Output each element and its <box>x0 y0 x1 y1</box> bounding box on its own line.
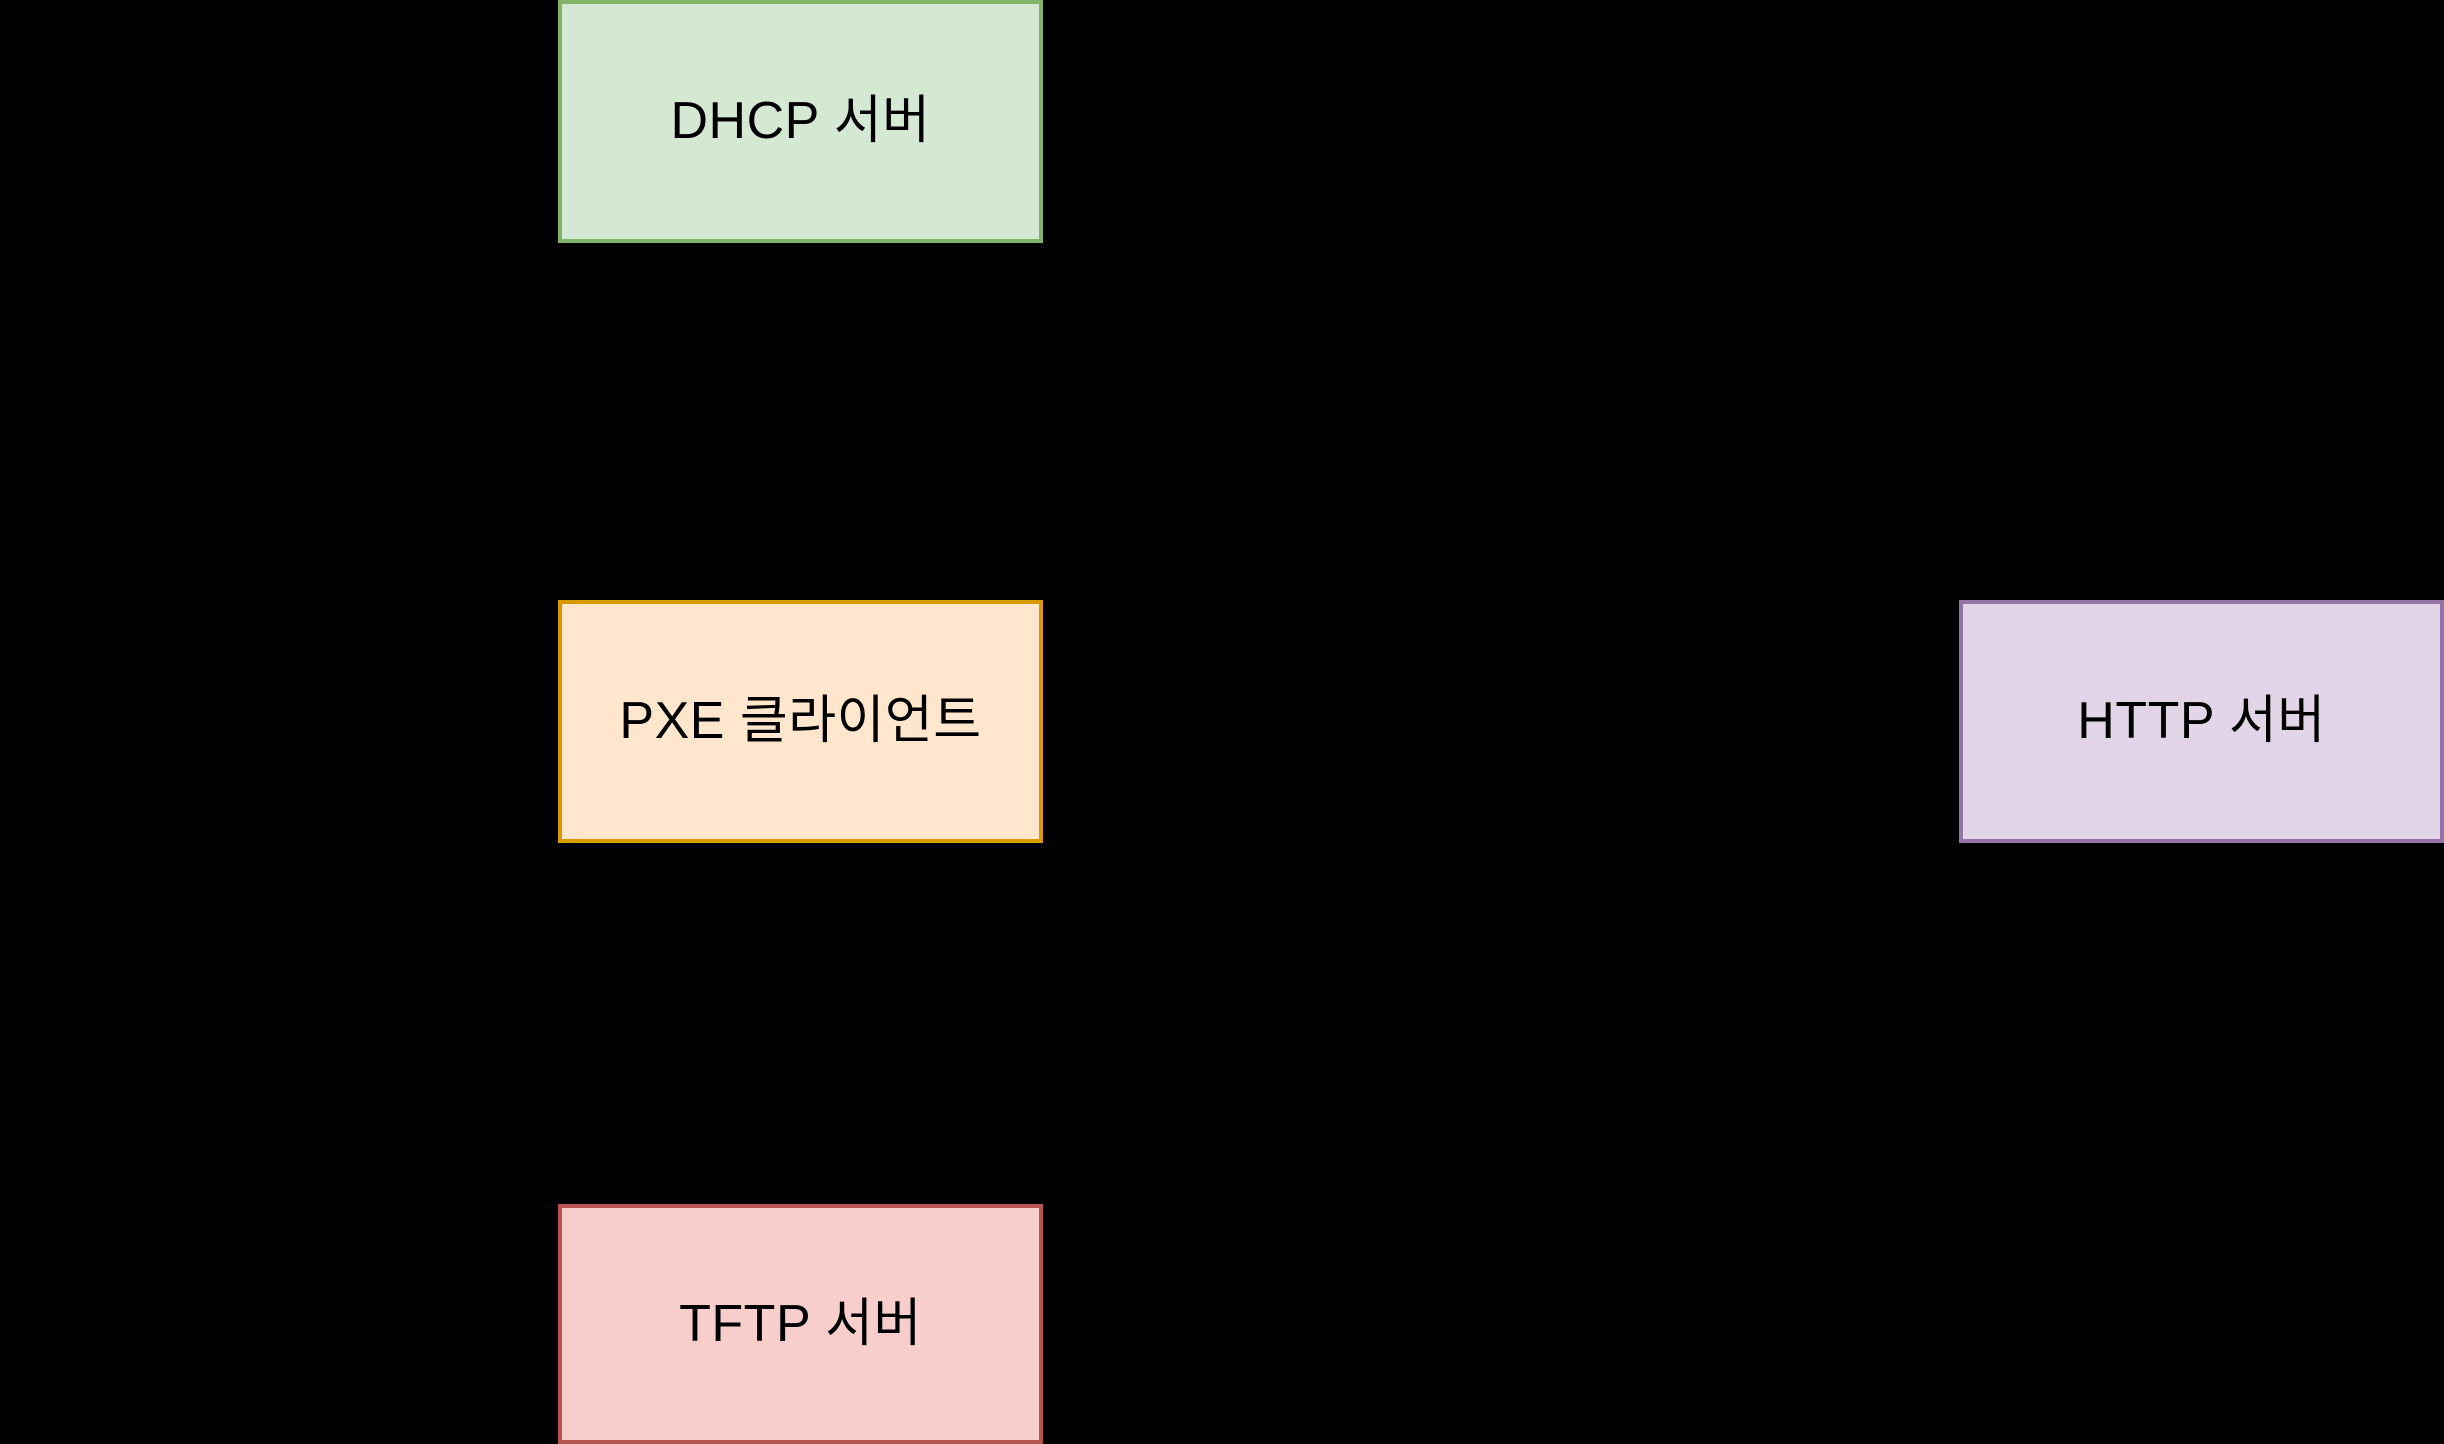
node-tftp-server-label: TFTP 서버 <box>679 1294 922 1353</box>
node-http-server: HTTP 서버 <box>1959 600 2444 843</box>
node-dhcp-server: DHCP 서버 <box>558 0 1043 243</box>
node-pxe-client-label: PXE 클라이언트 <box>619 692 982 751</box>
node-dhcp-server-label: DHCP 서버 <box>670 92 931 151</box>
node-tftp-server: TFTP 서버 <box>558 1204 1043 1444</box>
node-pxe-client: PXE 클라이언트 <box>558 600 1043 843</box>
node-http-server-label: HTTP 서버 <box>2077 692 2326 751</box>
